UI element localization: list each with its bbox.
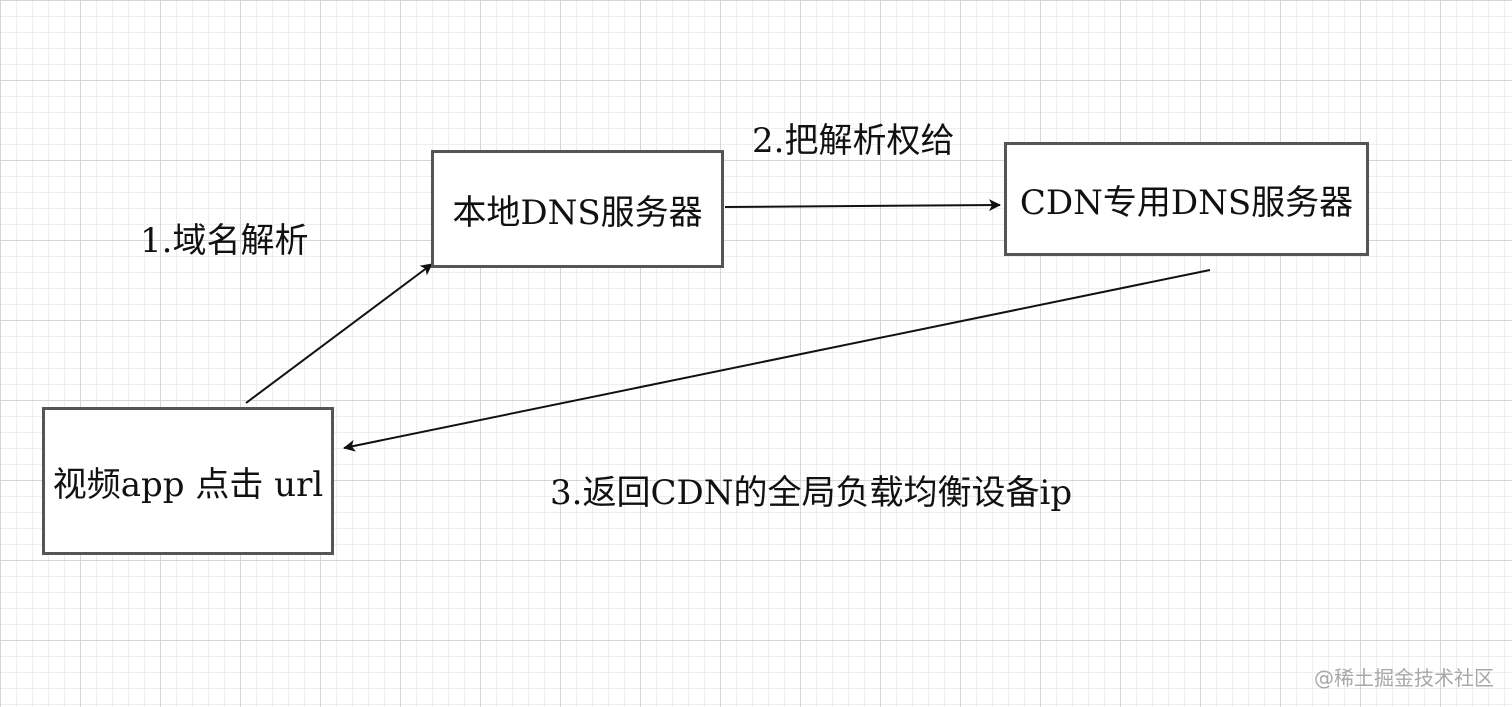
node-cdn-dns-server-label: CDN专用DNS服务器 xyxy=(1019,182,1354,223)
edge-label-step2: 2.把解析权给 xyxy=(752,121,955,161)
edge-label-step3: 3.返回CDN的全局负载均衡设备ip xyxy=(550,473,1073,513)
arrow-local-dns-to-cdn-dns xyxy=(724,199,1001,212)
node-video-app: 视频app 点击 url xyxy=(42,407,334,555)
arrow-cdn-dns-to-app xyxy=(343,269,1211,452)
edge-label-step1: 1.域名解析 xyxy=(140,221,309,261)
node-local-dns-server: 本地DNS服务器 xyxy=(431,150,724,268)
arrow-app-to-local-dns xyxy=(245,263,433,404)
node-video-app-label: 视频app 点击 url xyxy=(52,464,324,505)
node-local-dns-server-label: 本地DNS服务器 xyxy=(452,192,703,233)
node-cdn-dns-server: CDN专用DNS服务器 xyxy=(1004,142,1369,256)
watermark: @稀土掘金技术社区 xyxy=(1314,666,1494,690)
